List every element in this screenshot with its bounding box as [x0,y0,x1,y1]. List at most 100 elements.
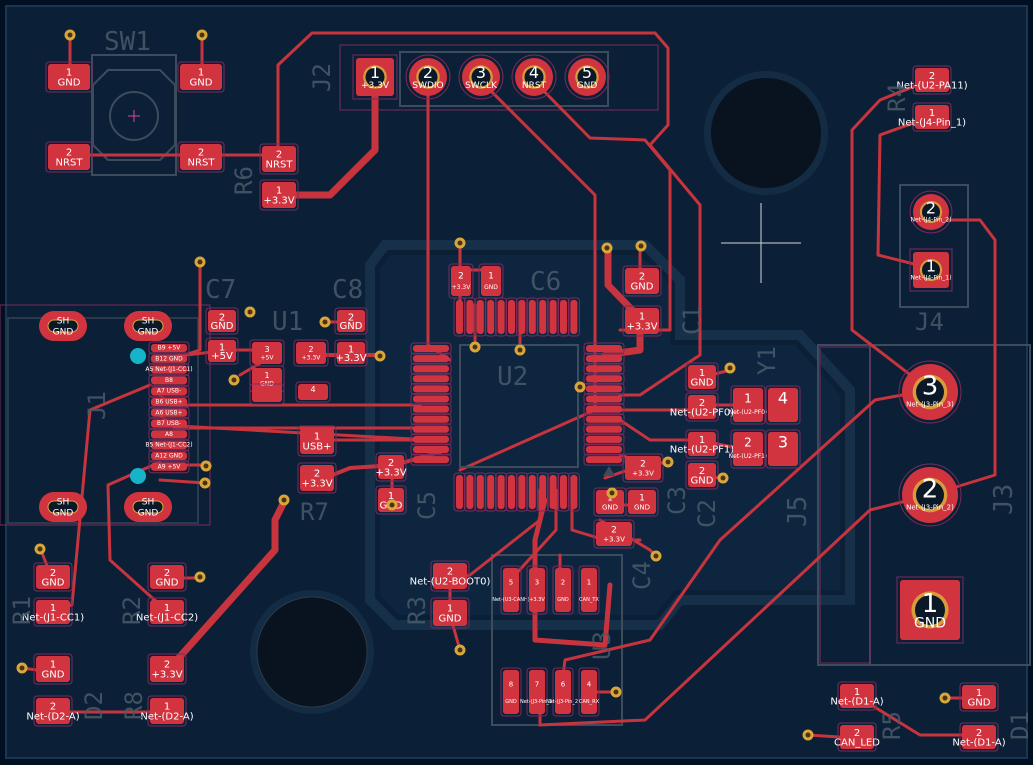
via-15[interactable] [34,543,46,555]
via-6[interactable] [514,344,526,356]
via-24[interactable] [454,644,466,656]
u2-pin-top[interactable] [567,297,580,337]
j1-pin-B7[interactable] [148,417,190,431]
u2-pin-bottom[interactable] [453,472,466,512]
u2-pin-right[interactable] [583,423,625,436]
u2-pin-right[interactable] [583,413,625,426]
u2-pin-top[interactable] [557,297,570,337]
via-27[interactable] [939,692,951,704]
u2-pin-bottom[interactable] [547,472,560,512]
u2-pin-top[interactable] [453,297,466,337]
j1-pin-A5[interactable] [148,363,190,377]
u2-pin-bottom[interactable] [495,472,508,512]
u2-pin-bottom[interactable] [515,472,528,512]
j1-pin-A12[interactable] [148,449,190,463]
u1-pad[interactable] [249,383,285,405]
c1-pwr-pad-1[interactable]: 1+3.3V [622,305,662,337]
u2-pin-bottom[interactable] [526,472,539,512]
j1-pin-B5[interactable] [148,438,190,452]
via-22[interactable] [606,487,618,499]
u2-pin-top[interactable] [526,297,539,337]
r6-pad-1[interactable]: 1+3.3V [259,179,299,211]
u2-pin-right[interactable] [583,433,625,446]
via-28[interactable] [386,499,398,511]
u2-pin-left[interactable] [410,372,452,385]
u2-pin-bottom[interactable] [536,472,549,512]
u2-pin-right[interactable] [583,352,625,365]
j1-pin-A6[interactable] [148,406,190,420]
via-20[interactable] [662,456,674,468]
u2-pin-bottom[interactable] [474,472,487,512]
j1-pin-B8[interactable] [148,373,190,387]
via-10[interactable] [374,350,386,362]
u2-pin-top[interactable] [474,297,487,337]
u1-pad-2[interactable]: 2+3.3V [293,339,329,367]
u2-pin-left[interactable] [410,352,452,365]
u2-pin-left[interactable] [410,382,452,395]
via-8[interactable] [244,306,256,318]
c3-pad-2[interactable]: 2+3.3V [622,453,664,483]
j1-pin-B9[interactable] [148,341,190,355]
j1-pin-A8[interactable] [148,427,190,441]
c8-pad-1[interactable]: 1+3.3V [334,339,368,367]
u2-pin-left[interactable] [410,423,452,436]
j2-pin-1[interactable]: 1+3.3V [352,54,398,100]
u2-pin-right[interactable] [583,362,625,375]
u2-pin-top[interactable] [505,297,518,337]
c4-pad-2[interactable]: 2+3.3V [593,519,635,549]
via-16[interactable] [194,571,206,583]
via-3[interactable] [601,242,613,254]
via-11[interactable] [228,374,240,386]
u2-pin-bottom[interactable] [484,472,497,512]
c7-pad-1[interactable]: 1+5V [205,337,239,365]
u2-pin-bottom[interactable] [505,472,518,512]
j1-pin-A7[interactable] [148,384,190,398]
via-2[interactable] [454,237,466,249]
r8-pad-2[interactable]: 2+3.3V [147,653,187,685]
u2-pin-right[interactable] [583,403,625,416]
u2-pin-top[interactable] [463,297,476,337]
via-12[interactable] [278,494,290,506]
via-7[interactable] [194,256,206,268]
u2-pin-bottom[interactable] [567,472,580,512]
j1-pin-B6[interactable] [148,395,190,409]
u2-pin-bottom[interactable] [463,472,476,512]
u2-pin-left[interactable] [410,403,452,416]
via-1[interactable] [196,29,208,41]
via-23[interactable] [650,550,662,562]
j1-pin-A9[interactable] [148,460,190,474]
c5-pad-2[interactable]: 2+3.3V [375,452,407,482]
u3-pin-3[interactable]: 3+3.3V [526,565,548,615]
via-14[interactable] [199,477,211,489]
